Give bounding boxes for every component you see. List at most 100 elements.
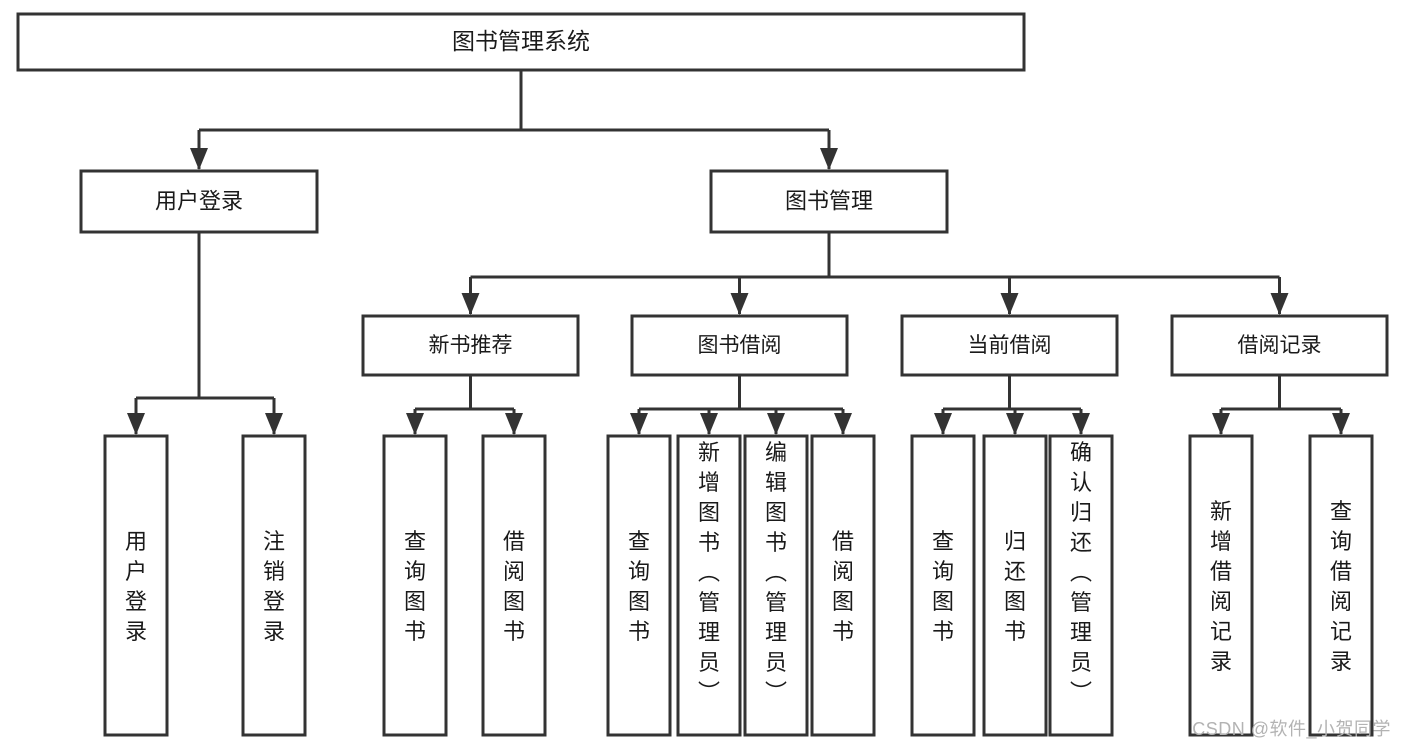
leaf-label-char: 员	[765, 650, 787, 675]
leaf-label-char: 用	[125, 529, 147, 554]
arrow-head-icon	[700, 413, 718, 435]
leaf-label-char: 阅	[832, 559, 854, 584]
node-book-borrow[interactable]: 图书借阅	[630, 314, 849, 377]
nodes-layer: 图书管理系统用户登录图书管理新书推荐图书借阅当前借阅借阅记录用户登录注销登录查询…	[16, 12, 1389, 737]
leaf-label-char: 阅	[503, 559, 525, 584]
leaf-label-char: 借	[832, 529, 854, 554]
arrow-head-icon	[934, 413, 952, 435]
leaf-label-char: 录	[1210, 649, 1232, 674]
leaf-label-char: 查	[1330, 499, 1352, 524]
node-label: 借阅记录	[1238, 334, 1322, 357]
leaf-label-char: 书	[404, 619, 426, 644]
node-label: 图书管理系统	[452, 28, 590, 54]
leaf-label-char: 理	[1070, 620, 1092, 645]
leaf-label-char: 书	[628, 619, 650, 644]
node-current-borrow[interactable]: 当前借阅	[900, 314, 1119, 377]
leaf-label-char: ︶	[765, 680, 787, 705]
leaf-label-char: 记	[1210, 619, 1232, 644]
leaf-label-char: 阅	[1210, 589, 1232, 614]
leaf-label-char: 图	[832, 589, 854, 614]
leaf-label-char: 归	[1070, 500, 1092, 525]
arrow-head-icon	[730, 293, 749, 315]
leaf-label-char: 注	[263, 529, 285, 554]
leaf-label-char: 录	[263, 619, 285, 644]
arrow-head-icon	[1270, 293, 1289, 315]
leaf-label-char: 借	[1210, 559, 1232, 584]
leaf-label-char: 管	[765, 590, 787, 615]
node-label: 图书借阅	[698, 334, 782, 357]
root-node-book-management-system[interactable]: 图书管理系统	[16, 12, 1026, 72]
arrow-head-icon	[1006, 413, 1024, 435]
leaf-label-char: 编	[765, 440, 787, 465]
leaf-label-char: 书	[1004, 619, 1026, 644]
arrow-head-icon	[406, 413, 424, 435]
leaf-label-char: 新	[698, 440, 720, 465]
leaf-label-char: 还	[1070, 530, 1092, 555]
arrow-head-icon	[834, 413, 852, 435]
leaf-label-char: 书	[832, 619, 854, 644]
arrow-head-icon	[820, 148, 838, 170]
leaf-label-char: 增	[698, 470, 720, 495]
node-new-book-rec[interactable]: 新书推荐	[361, 314, 580, 377]
leaf-label-char: 书	[765, 530, 787, 555]
leaf-node-leaf-user-login[interactable]: 用户登录	[103, 434, 169, 737]
leaf-label-char: 图	[628, 589, 650, 614]
arrow-head-icon	[1072, 413, 1090, 435]
leaf-label-char: 查	[628, 529, 650, 554]
arrow-head-icon	[1212, 413, 1230, 435]
leaf-label-char: 归	[1004, 529, 1026, 554]
node-borrow-record[interactable]: 借阅记录	[1170, 314, 1389, 377]
leaf-label-char: 询	[1330, 529, 1352, 554]
leaf-label-char: 图	[503, 589, 525, 614]
leaf-label-char: 查	[404, 529, 426, 554]
arrow-head-icon	[461, 293, 480, 315]
arrow-head-icon	[505, 413, 523, 435]
leaf-label-char: 登	[263, 589, 285, 614]
leaf-label-char: ︵	[765, 560, 787, 585]
leaf-label-char: ︶	[1070, 680, 1092, 705]
leaf-label-char: 新	[1210, 499, 1232, 524]
arrow-head-icon	[1332, 413, 1350, 435]
leaf-label-char: 登	[125, 589, 147, 614]
leaf-label-char: 图	[1004, 589, 1026, 614]
leaf-label-char: 户	[125, 559, 147, 584]
leaf-label-char: 增	[1210, 529, 1232, 554]
leaf-label-char: 理	[765, 620, 787, 645]
leaf-label-char: 图	[932, 589, 954, 614]
arrow-head-icon	[630, 413, 648, 435]
leaf-label-char: 员	[1070, 650, 1092, 675]
leaf-label-char: 员	[698, 650, 720, 675]
arrow-head-icon	[190, 148, 208, 170]
leaf-label-char: ︵	[698, 560, 720, 585]
arrow-head-icon	[265, 413, 283, 435]
node-book-management[interactable]: 图书管理	[709, 169, 949, 234]
node-user-login[interactable]: 用户登录	[79, 169, 319, 234]
leaf-label-char: 管	[1070, 590, 1092, 615]
leaf-label-char: 书	[698, 530, 720, 555]
leaf-label-char: 图	[404, 589, 426, 614]
node-label: 新书推荐	[429, 334, 513, 357]
leaf-label-char: 书	[503, 619, 525, 644]
leaf-label-char: 询	[932, 559, 954, 584]
leaf-label-char: 还	[1004, 559, 1026, 584]
arrow-head-icon	[1000, 293, 1019, 315]
leaf-label-char: 辑	[765, 470, 787, 495]
arrow-head-icon	[127, 413, 145, 435]
leaf-label-char: 记	[1330, 619, 1352, 644]
node-label: 用户登录	[155, 188, 243, 213]
leaf-label-char: 销	[263, 559, 285, 584]
node-label: 当前借阅	[968, 334, 1052, 357]
